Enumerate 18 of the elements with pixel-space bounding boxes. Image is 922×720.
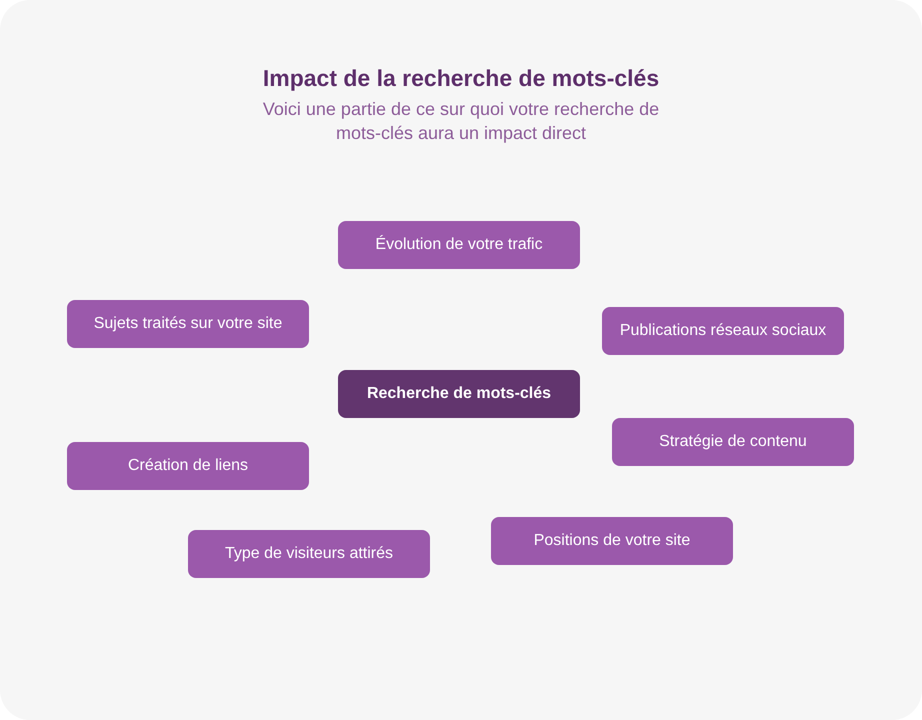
topic-label: Création de liens [128,457,248,475]
topic-label: Recherche de mots-clés [366,385,552,403]
topic-box [67,442,309,490]
topic-label: Positions de votre site [534,532,690,550]
topic-box [612,418,854,466]
topic-label: Évolution de votre trafic [375,236,543,254]
topic-label: Sujets traités sur votre site [94,315,282,333]
topic-label: Publications réseaux sociaux [620,322,826,340]
central-topic-box [338,370,580,418]
title: Impact de la recherche de mots-clés [262,64,660,92]
topic-box [188,530,430,578]
topic-box [491,517,733,565]
subtitle: Voici une partie de ce sur quoi votre recherche de mots-clés aura un impact direct [262,98,660,145]
topic-box [67,300,309,348]
topic-label: Type de visiteurs attirés [224,545,394,563]
topic-label: Stratégie de contenu [659,433,807,451]
topic-box [338,221,580,269]
topic-box [602,307,844,355]
